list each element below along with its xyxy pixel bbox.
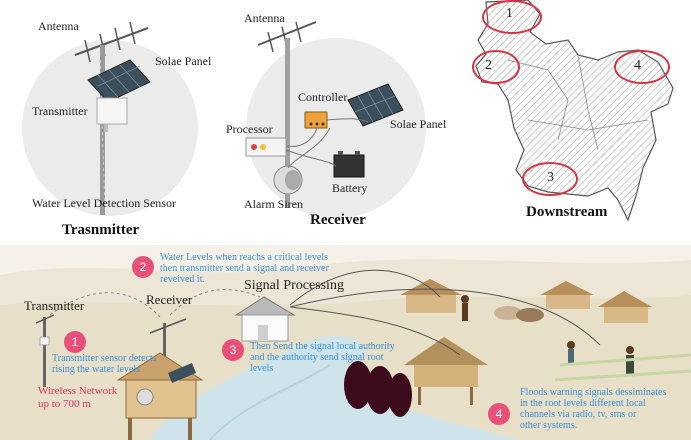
map-region-2-label: 2	[485, 58, 492, 73]
step-4-line1: Floods warning signals dessiminates	[520, 387, 667, 398]
receiver-panel: Antenna Controller Processor Solae Panel…	[218, 0, 468, 245]
step-4-line2: in the root levels different local	[520, 398, 646, 409]
downstream-caption: Downstream	[526, 204, 608, 220]
map-region-4-ring	[614, 50, 670, 84]
map-region-4-label: 4	[634, 58, 641, 73]
step-1-line1: Transmitter sensor detects	[52, 353, 157, 364]
step-2-line2: then transmitter send a signal and recei…	[160, 263, 329, 274]
step-3-line2: and the authority send signal root	[250, 352, 384, 363]
transmitter-illustration	[22, 21, 198, 216]
transmitter-solar-panel-label: Solae Panel	[155, 54, 212, 68]
step-4-badge: 4	[488, 403, 510, 425]
processor-label: Processor	[226, 122, 273, 136]
transmitter-box-label: Transmitter	[32, 104, 88, 118]
map-region-1-ring	[482, 0, 542, 34]
step-2-text: Water Levels when reachs a critical leve…	[160, 252, 329, 285]
step-1-badge: 1	[64, 331, 86, 353]
scene-illustration	[0, 245, 691, 440]
wireless-network-line2: up to 700 m	[38, 398, 91, 410]
receiver-solar-panel-label: Solae Panel	[390, 117, 447, 131]
controller-label: Controller	[298, 90, 348, 104]
map-region-2-ring	[472, 50, 520, 84]
sensor-label: Water Level Detection Sensor	[32, 196, 176, 210]
step-1-text: Transmitter sensor detects rising the wa…	[52, 353, 157, 375]
step-1-line2: rising the water levels	[52, 364, 141, 375]
step-3-line3: levels	[250, 363, 274, 374]
step-2-line3: reveived it.	[160, 274, 205, 285]
transmitter-panel: Antenna Solae Panel Transmitter Water Le…	[0, 0, 230, 245]
scene-receiver-label: Receiver	[146, 292, 193, 307]
wireless-network-line1: Wireless Network	[38, 385, 118, 397]
battery-label: Battery	[332, 181, 368, 195]
alarm-siren-label: Alarm Siren	[244, 197, 303, 211]
map-region-3-label: 3	[547, 170, 554, 185]
step-3-line1: Then Send the signal local authority	[250, 341, 395, 352]
step-3-badge: 3	[222, 339, 244, 361]
flood-warning-scene: Transmitter Receiver Signal Processing W…	[0, 245, 691, 440]
map-region-3-ring	[522, 162, 578, 196]
map-region-1-label: 1	[506, 6, 513, 21]
transmitter-caption: Trasnmitter	[62, 222, 140, 238]
step-4-line4: other systems.	[520, 420, 578, 431]
receiver-caption: Receiver	[310, 212, 366, 228]
scene-transmitter-label: Transmitter	[24, 298, 85, 313]
step-2-badge: 2	[132, 256, 154, 278]
receiver-antenna-label: Antenna	[244, 11, 285, 25]
step-2-line1: Water Levels when reachs a critical leve…	[160, 252, 328, 263]
step-4-text: Floods warning signals dessiminates in t…	[520, 387, 666, 431]
step-4-line3: channels via radio, tv, sms or	[520, 409, 637, 420]
step-3-text: Then Send the signal local authority and…	[250, 341, 395, 374]
transmitter-antenna-label: Antenna	[38, 19, 79, 33]
signal-processing-label: Signal Processing	[244, 278, 344, 293]
receiver-illustration	[245, 21, 426, 218]
map-panel: 1 2 3 4 Downstream	[468, 0, 691, 245]
